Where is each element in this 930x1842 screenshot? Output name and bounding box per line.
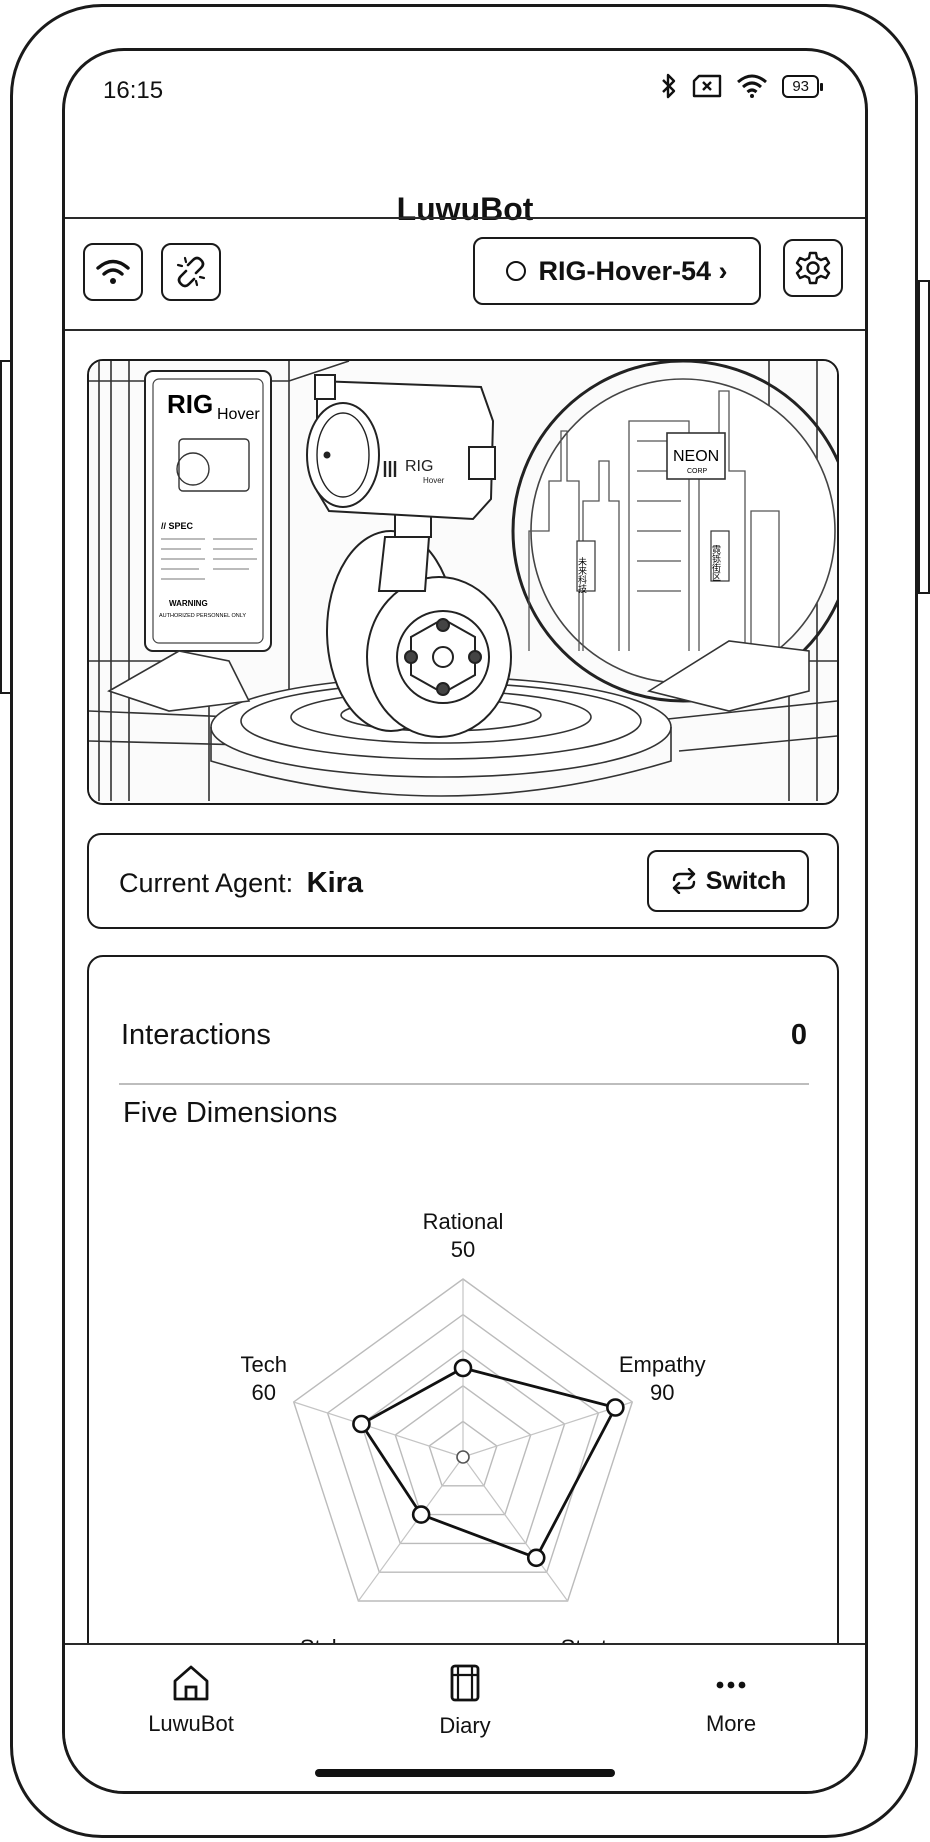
- current-agent-info: Current Agent: Kira: [119, 867, 363, 900]
- radar-point-style: [411, 1505, 431, 1524]
- robot-brand: RIG: [405, 458, 433, 475]
- power-button: [918, 280, 930, 594]
- battery-indicator: 93: [782, 74, 823, 98]
- radar-axis-line: [462, 1401, 633, 1458]
- gear-icon: [795, 251, 831, 285]
- nav-label-more: More: [705, 1711, 757, 1736]
- sign-a: 未来科技: [576, 556, 587, 594]
- nav-item-luwubot[interactable]: LuwuBot: [111, 1663, 271, 1737]
- device-selector-button[interactable]: RIG-Hover-54 ›: [473, 237, 761, 305]
- radar-value-empathy: 90: [650, 1380, 674, 1405]
- radar-axis-line: [462, 1456, 569, 1602]
- robot: RIG Hover: [306, 374, 512, 738]
- wifi-status-icon: [737, 74, 768, 98]
- right-console: [107, 640, 810, 712]
- nav-label-diary: Diary: [439, 1713, 491, 1738]
- sim-off-icon: [693, 74, 722, 98]
- nav-label-luwubot: LuwuBot: [148, 1711, 234, 1736]
- robot-hero-image: RIG Hover // SPEC WARNING AUTHORIZED PER…: [87, 359, 839, 805]
- radar-grid-ring: [360, 1349, 566, 1545]
- unlink-button[interactable]: [161, 243, 221, 301]
- robot-illustration: RIG Hover // SPEC WARNING AUTHORIZED PER…: [89, 361, 837, 803]
- radar-value-tech: 60: [251, 1380, 275, 1405]
- radar-label-tech: Tech: [240, 1352, 286, 1377]
- radar-grid-ring: [292, 1278, 634, 1602]
- unlink-icon: [176, 256, 206, 288]
- volume-button: [0, 360, 12, 694]
- status-time: 16:15: [103, 77, 164, 104]
- connection-status-icon: [506, 261, 527, 281]
- five-dimensions-title: Five Dimensions: [123, 1097, 338, 1129]
- switch-label: Switch: [705, 866, 787, 895]
- status-bar: 16:15 93: [65, 51, 865, 131]
- status-icons: 93: [660, 73, 823, 99]
- neon-sub: CORP: [687, 468, 708, 475]
- radar-label-rational: Rational: [423, 1209, 504, 1234]
- warning-sub: AUTHORIZED PERSONNEL ONLY: [159, 613, 246, 619]
- five-dimensions-radar-chart: Rational50Empathy90Strategy70Style40Tech…: [240, 1209, 706, 1657]
- toolbar-divider: [65, 329, 865, 331]
- radar-point-strategy: [526, 1548, 546, 1568]
- radar-data-polygon: [360, 1366, 617, 1560]
- header-divider: [65, 217, 865, 219]
- radar-axis-line: [357, 1456, 464, 1602]
- current-agent-card: Current Agent: Kira Switch: [87, 833, 839, 929]
- spec-label: // SPEC: [161, 521, 194, 531]
- radar-point-rational: [453, 1358, 473, 1378]
- interactions-label: Interactions: [121, 1019, 271, 1051]
- phone-screen: 16:15 93 LuwuBot RIG-Hover-54 ›: [62, 48, 868, 1794]
- home-indicator: [315, 1769, 615, 1777]
- robot-model: Hover: [423, 476, 445, 485]
- radar-center-point: [456, 1450, 470, 1464]
- sign-b: 霓铄街区: [710, 545, 721, 581]
- wifi-button[interactable]: [83, 243, 143, 301]
- panel-model: Hover: [217, 406, 260, 423]
- settings-button[interactable]: [783, 239, 843, 297]
- radar-value-rational: 50: [451, 1237, 475, 1262]
- radar-point-tech: [352, 1414, 371, 1434]
- bluetooth-icon: [662, 73, 676, 99]
- stats-divider: [119, 1083, 809, 1085]
- app-title: LuwuBot: [396, 191, 534, 227]
- radar-axis-line: [293, 1401, 464, 1458]
- radar-grid-ring: [428, 1420, 498, 1487]
- interactions-value: 0: [790, 1019, 807, 1051]
- panel-brand: RIG: [167, 389, 213, 419]
- nav-item-diary[interactable]: Diary: [385, 1663, 545, 1739]
- more-icon: [716, 1681, 746, 1689]
- city-window: NEON CORP 未来科技 霓铄街区: [511, 361, 837, 703]
- radar-point-empathy: [606, 1398, 625, 1417]
- neon-sign: NEON: [673, 448, 719, 465]
- wifi-icon: [96, 259, 130, 284]
- nav-item-more[interactable]: More: [651, 1663, 811, 1737]
- home-icon: [173, 1665, 209, 1701]
- swap-icon: [672, 868, 695, 894]
- current-agent-name: Kira: [306, 867, 364, 899]
- spec-panel: RIG Hover // SPEC WARNING AUTHORIZED PER…: [144, 370, 272, 652]
- warning-label: WARNING: [169, 599, 208, 608]
- bottom-navigation: LuwuBot Diary More: [65, 1643, 865, 1791]
- device-name: RIG-Hover-54 ›: [538, 255, 728, 286]
- radar-label-empathy: Empathy: [619, 1352, 706, 1377]
- current-agent-label: Current Agent:: [119, 868, 294, 898]
- switch-agent-button[interactable]: Switch: [647, 850, 809, 912]
- radar-grid-ring: [394, 1384, 532, 1516]
- diary-icon: [450, 1664, 480, 1702]
